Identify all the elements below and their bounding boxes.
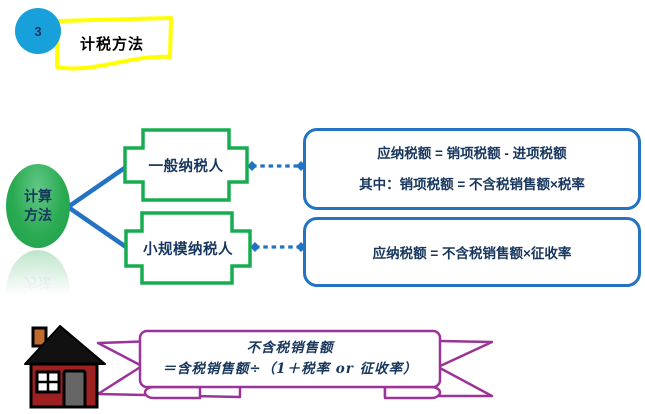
- cross-shape-icon: [123, 128, 249, 202]
- house-icon: [24, 325, 106, 409]
- formula-box-general: 应纳税额 = 销项税额 - 进项税额 其中：销项税额 = 不含税销售额×税率: [303, 128, 641, 210]
- root-topic-line1: 计算: [24, 188, 52, 204]
- formula-general-line1: 应纳税额 = 销项税额 - 进项税额: [377, 146, 567, 161]
- flag-shape-icon: [55, 16, 173, 71]
- ribbon-shape-icon: [96, 329, 494, 400]
- summary-ribbon-banner: 不含税销售额 ＝含税销售额÷（1＋税率 or 征收率）: [90, 325, 595, 410]
- node-small-scale-taxpayer: 小规模纳税人: [120, 210, 256, 286]
- formula-small-line1: 应纳税额 = 不含税销售额×征收率: [372, 246, 572, 261]
- section-number-badge: 3: [15, 8, 61, 54]
- cross-shape-icon: [124, 211, 252, 285]
- root-topic-reflection: 计算 方法: [6, 250, 70, 334]
- node-general-label: 一般纳税人: [148, 158, 224, 175]
- root-topic-line2: 方法: [24, 207, 52, 223]
- formula-box-small-scale: 应纳税额 = 不含税销售额×征收率: [303, 217, 641, 287]
- node-small-scale-label: 小规模纳税人: [143, 241, 233, 258]
- root-topic-node: 计算 方法: [6, 164, 70, 248]
- banner-line2: ＝含税销售额÷（1＋税率 or 征收率）: [162, 361, 418, 377]
- banner-formula: 不含税销售额 ＝含税销售额÷（1＋税率 or 征收率）: [140, 331, 440, 387]
- branch-lines: [65, 164, 129, 250]
- section-title-flag: 计税方法: [50, 12, 178, 74]
- dotted-connectors: [252, 164, 301, 249]
- node-general-taxpayer: 一般纳税人: [118, 126, 254, 204]
- section-number: 3: [34, 23, 42, 39]
- section-title: 计税方法: [79, 36, 144, 53]
- formula-general-line2: 其中：销项税额 = 不含税销售额×税率: [359, 177, 585, 192]
- banner-line1: 不含税销售额: [246, 340, 334, 356]
